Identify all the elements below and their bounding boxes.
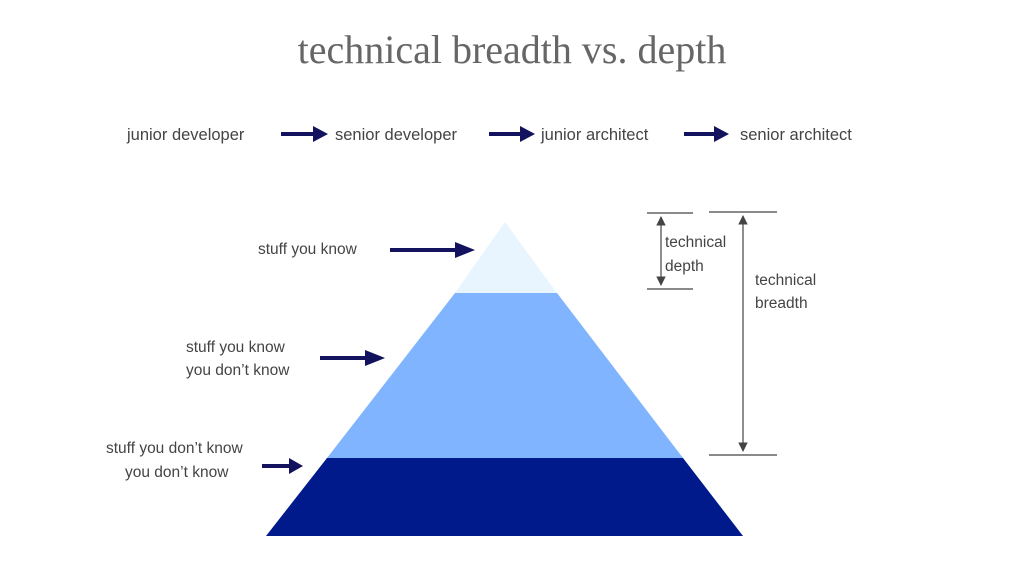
pyramid-layer-known bbox=[455, 222, 557, 293]
career-step-senior-architect: senior architect bbox=[740, 126, 852, 144]
label-known-unknowns-line1: stuff you know bbox=[186, 339, 286, 356]
label-known-unknowns-line2: you don’t know bbox=[186, 362, 290, 379]
career-step-junior-architect: junior architect bbox=[540, 126, 649, 144]
technical-breadth-label-line1: technical bbox=[755, 272, 816, 289]
arrow-right-icon bbox=[684, 126, 729, 142]
arrow-right-icon bbox=[390, 242, 475, 258]
slide-title: technical breadth vs. depth bbox=[298, 27, 727, 72]
label-unknown-unknowns-line1: stuff you don’t know bbox=[106, 440, 244, 457]
career-step-junior-developer: junior developer bbox=[126, 126, 245, 144]
label-unknown-unknowns-line2: you don’t know bbox=[125, 464, 229, 481]
pyramid-layer-unknown-unknowns bbox=[266, 458, 743, 536]
arrow-right-icon bbox=[262, 458, 303, 474]
arrow-right-icon bbox=[489, 126, 535, 142]
technical-breadth-label-line2: breadth bbox=[755, 295, 808, 312]
arrow-right-icon bbox=[281, 126, 328, 142]
technical-depth-label-line1: technical bbox=[665, 234, 726, 251]
arrow-right-icon bbox=[320, 350, 385, 366]
career-step-senior-developer: senior developer bbox=[335, 126, 457, 144]
technical-depth-dimension bbox=[647, 212, 693, 290]
technical-depth-label-line2: depth bbox=[665, 258, 704, 275]
pyramid-layer-known-unknowns bbox=[327, 293, 683, 458]
technical-breadth-dimension bbox=[709, 211, 777, 456]
label-stuff-you-know: stuff you know bbox=[258, 241, 358, 258]
